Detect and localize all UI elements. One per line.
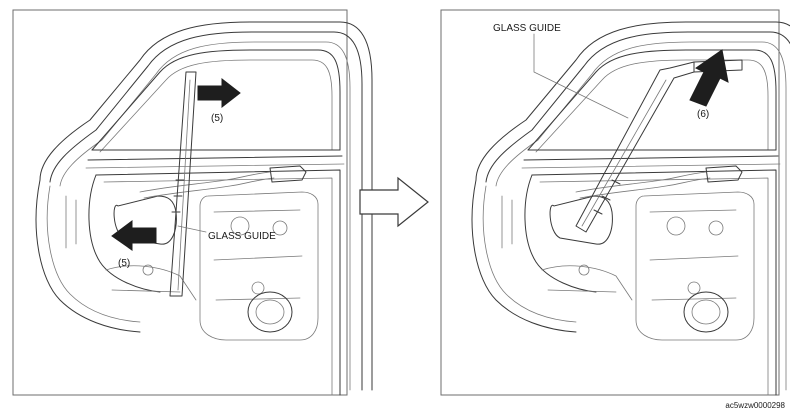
right-glass-guide-label: GLASS GUIDE bbox=[493, 23, 561, 34]
left-arrow-bottom-icon bbox=[111, 220, 157, 251]
right-step-label: (6) bbox=[697, 109, 709, 120]
right-leader-line bbox=[533, 33, 629, 119]
left-panel-frame bbox=[12, 9, 348, 396]
left-glass-guide-label: GLASS GUIDE bbox=[208, 231, 276, 242]
left-door-illustration bbox=[35, 21, 373, 396]
process-arrow-icon bbox=[359, 176, 429, 228]
up-arrow-icon bbox=[689, 49, 729, 107]
right-panel-frame bbox=[440, 9, 780, 396]
left-step-label-bottom: (5) bbox=[118, 258, 130, 269]
right-door-illustration bbox=[471, 21, 790, 396]
figure-code: ac5wzw0000298 bbox=[725, 401, 785, 410]
right-arrow-top-icon bbox=[197, 77, 241, 109]
left-step-label-top: (5) bbox=[211, 113, 223, 124]
